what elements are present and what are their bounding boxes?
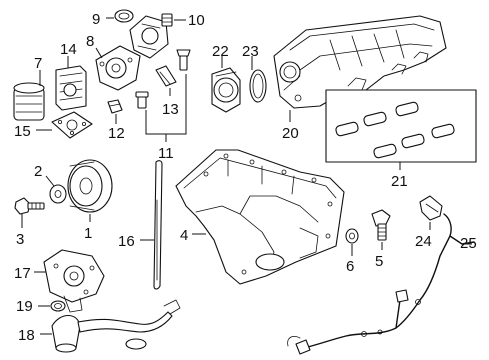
callout-13: 13 (162, 101, 179, 118)
gasket-plate (51, 111, 93, 139)
crankshaft-pulley (67, 159, 113, 213)
callout-10: 10 (188, 12, 205, 29)
oil-dipstick (153, 160, 163, 290)
callout-7: 7 (34, 55, 42, 72)
throttle-body (211, 67, 241, 113)
oil-pump (43, 249, 105, 313)
sensor-plug (161, 13, 173, 27)
pulley-bolt (14, 197, 45, 215)
thermostat-housing (129, 15, 169, 59)
callout-18: 18 (18, 327, 35, 344)
callout-6: 6 (346, 258, 354, 275)
throttle-gasket (249, 69, 267, 103)
callout-16: 16 (118, 233, 135, 250)
callout-1: 1 (84, 225, 92, 242)
oil-filter (13, 82, 45, 121)
callout-12: 12 (108, 125, 125, 142)
callout-3: 3 (16, 231, 24, 248)
callout-17: 17 (14, 265, 31, 282)
callout-25: 25 (460, 235, 477, 252)
callout-5: 5 (375, 253, 383, 270)
intake-gasket-set (325, 89, 477, 163)
oil-cooler (55, 65, 87, 111)
o-ring (50, 300, 66, 312)
callout-23: 23 (242, 43, 259, 60)
callout-4: 4 (180, 227, 188, 244)
fitting (107, 99, 123, 114)
oil-pan (175, 149, 345, 285)
temperature-sensor (155, 65, 177, 87)
callout-14: 14 (60, 41, 77, 58)
callout-22: 22 (212, 43, 229, 60)
callout-15: 15 (14, 123, 31, 140)
oil-pickup-tube (51, 299, 181, 353)
callout-11: 11 (158, 145, 174, 162)
bolt-a (135, 91, 149, 109)
oil-pressure-sensor (419, 195, 443, 221)
intake-manifold (273, 15, 447, 109)
callout-19: 19 (16, 298, 33, 315)
drain-plug (371, 209, 391, 241)
callout-8: 8 (86, 33, 94, 50)
washer (49, 184, 67, 204)
timing-cover-bracket (95, 45, 141, 91)
drain-washer (345, 228, 359, 244)
callout-2: 2 (34, 163, 42, 180)
callout-21: 21 (391, 173, 408, 190)
bolt-b (176, 49, 191, 71)
callout-24: 24 (415, 233, 432, 250)
seal-ring (114, 9, 134, 23)
callout-20: 20 (282, 125, 299, 142)
callout-9: 9 (92, 11, 100, 28)
